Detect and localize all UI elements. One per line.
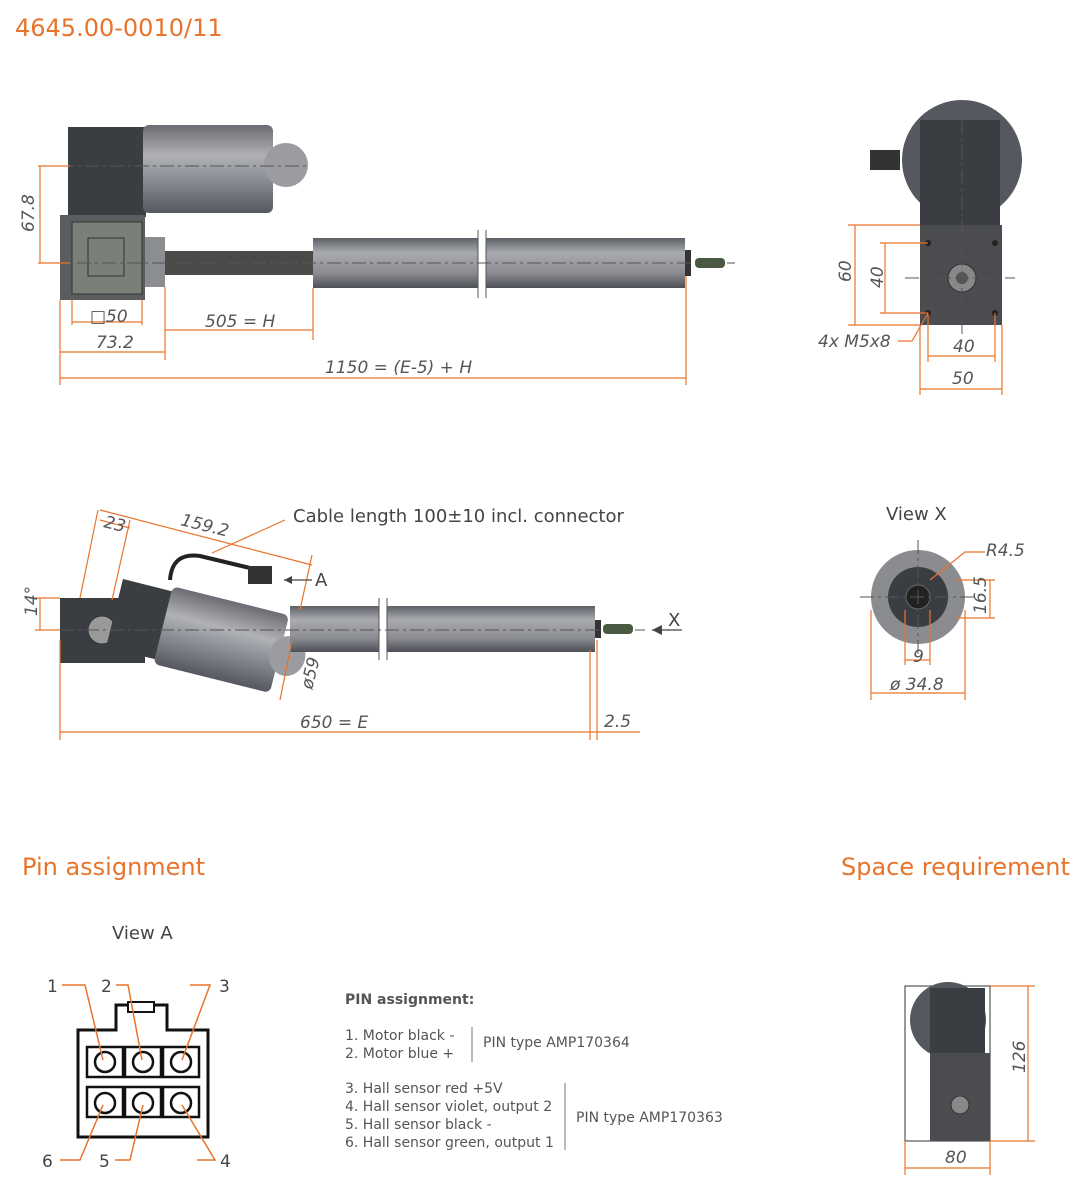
pin-number-6: 6 [42,1152,53,1172]
dim-80: 80 [945,1148,967,1168]
motor-cap [264,143,308,187]
dim-angle-14: 14° [22,586,42,616]
pin-type-1: PIN type AMP170364 [483,1035,630,1051]
dim-505-h: 505 = H [205,312,275,332]
dim-square-50: □50 [90,307,128,327]
dim-650-e: 650 = E [300,713,368,733]
dim-67-8: 67.8 [19,194,39,232]
dim-thread-m5: 4x M5x8 [818,332,891,352]
drawing-title: 4645.00-0010/11 [15,14,223,42]
pin-item: 4. Hall sensor violet, output 2 [345,1099,552,1115]
space-requirement-view: 126 80 [904,982,1035,1175]
side-view: 60 40 4x M5x8 40 50 [818,100,1022,395]
pin-number-5: 5 [99,1152,110,1172]
gear-head [68,127,146,217]
dim-dia-34-8: ø 34.8 [889,675,944,695]
view-a-title: View A [112,923,173,944]
pin-number-2: 2 [101,977,112,997]
connector-view-a: View A 1 2 3 4 5 6 [42,923,231,1172]
cable [168,553,251,581]
bearing [145,237,165,287]
pin-item: 2. Motor blue + [345,1046,454,1062]
dim-50: 50 [952,369,974,389]
dim-1150: 1150 = (E-5) + H [325,358,472,378]
gearbox-face [71,221,143,295]
pin-type-2: PIN type AMP170363 [576,1110,723,1126]
space-requirement-heading: Space requirement [841,853,1070,881]
dim-16-5: 16.5 [971,576,991,614]
dim-2-5: 2.5 [604,712,631,732]
pin-item: 5. Hall sensor black - [345,1117,492,1133]
view-x: View X R4.5 16.5 9 ø 34.8 [860,504,1025,700]
pin-number-1: 1 [47,977,58,997]
pin-item: 3. Hall sensor red +5V [345,1081,503,1097]
retracted-view: 23 159.2 Cable length 100±10 incl. conne… [22,506,682,740]
pin-item: 6. Hall sensor green, output 1 [345,1135,554,1151]
dim-40-horizontal: 40 [953,337,975,357]
top-view: 67.8 □50 73.2 505 = H 1150 = (E-5) + H [19,125,735,385]
gearbox-detail [87,237,125,277]
dim-40-vertical: 40 [868,266,888,288]
marker-a: A [315,570,328,591]
pin-number-3: 3 [219,977,230,997]
view-x-title: View X [886,504,947,525]
pin-item: 1. Motor black - [345,1028,454,1044]
dim-126: 126 [1010,1040,1030,1073]
pin-assignment-heading: Pin assignment [22,853,205,881]
break-mark [478,230,486,298]
connector [248,566,272,584]
motor-body [143,125,273,213]
pin-list-title: PIN assignment: [345,992,474,1008]
dim-73-2: 73.2 [96,333,134,353]
pin-assignment-list: PIN assignment: 1. Motor black - 2. Moto… [345,992,723,1151]
dim-60: 60 [836,260,856,282]
dim-9: 9 [913,647,924,667]
pin-number-4: 4 [220,1152,231,1172]
cable-length-note: Cable length 100±10 incl. connector [293,506,624,527]
marker-x: X [668,610,680,631]
radius-r4-5: R4.5 [986,541,1025,561]
